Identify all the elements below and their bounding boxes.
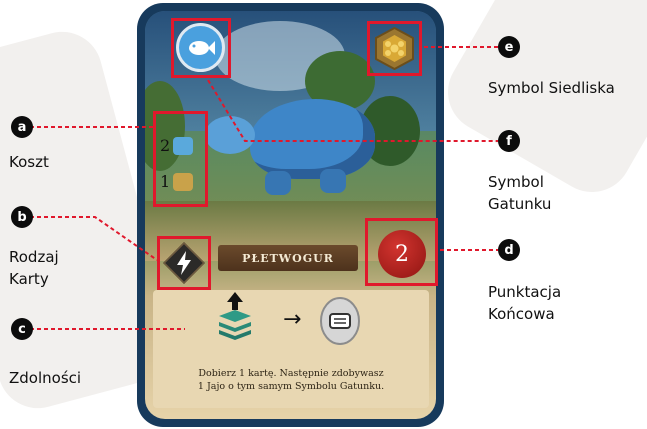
ability-text: Dobierz 1 kartę. Następnie zdobywasz 1 J… (160, 367, 422, 393)
marker-d: d (498, 239, 520, 261)
cost-amount: 1 (160, 172, 171, 191)
marker-f: f (498, 130, 520, 152)
cost-amount: 2 (160, 136, 171, 155)
card-type-highlight (157, 236, 211, 290)
creature-head (205, 116, 255, 154)
creature-illustration (250, 99, 375, 179)
points-highlight (365, 218, 438, 286)
ability-panel (153, 290, 429, 408)
creature-leg (265, 171, 291, 195)
species-symbol-highlight (171, 18, 231, 78)
label-line: Gatunku (488, 195, 552, 213)
label-line: Rodzaj (9, 248, 59, 266)
habitat-symbol-highlight (367, 21, 422, 76)
label-species-symbol: Symbol Gatunku (488, 171, 551, 215)
wheat-icon (173, 172, 194, 191)
marker-a: a (11, 116, 33, 138)
creature-leg (320, 169, 346, 193)
marker-c: c (11, 318, 33, 340)
marker-e: e (498, 36, 520, 58)
victory-points-badge: 2 (378, 230, 426, 278)
card-name: PŁETWOGUR (218, 245, 358, 271)
label-line: Końcowa (488, 305, 555, 323)
cost-highlight (153, 111, 208, 207)
marker-b: b (11, 206, 33, 228)
lightning-icon (177, 251, 191, 275)
label-cost: Koszt (9, 153, 49, 171)
label-line: Punktacja (488, 283, 562, 301)
ability-text-line: 1 Jajo o tym samym Symbolu Gatunku. (197, 381, 385, 392)
draw-card-icon (219, 292, 251, 340)
arrow-icon: → (283, 307, 302, 332)
cost-row: 1 (160, 172, 194, 191)
label-habitat-symbol: Symbol Siedliska (488, 79, 615, 97)
cost-row: 2 (160, 136, 194, 155)
ability-text-line: Dobierz 1 kartę. Następnie zdobywasz (198, 368, 384, 379)
egg-icon (320, 297, 360, 345)
label-line: Symbol (488, 173, 544, 191)
label-line: Karty (9, 270, 49, 288)
fish-icon (173, 136, 194, 155)
label-final-scoring: Punktacja Końcowa (488, 281, 561, 325)
fish-icon (176, 23, 225, 72)
label-card-type: Rodzaj Karty (9, 246, 59, 290)
label-abilities: Zdolności (9, 369, 82, 387)
honeycomb-icon (375, 27, 414, 70)
